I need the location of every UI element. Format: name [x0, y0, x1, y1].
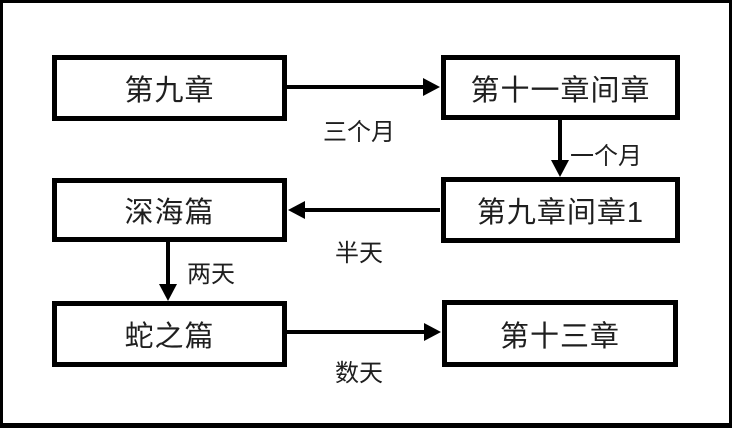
edge-label-three-months: 三个月: [323, 119, 395, 146]
arrow-deepsea-to-snake-icon: [159, 242, 177, 301]
node-chapter-9: 第九章: [52, 55, 287, 121]
node-chapter-9-interlude-1: 第九章间章1: [441, 177, 680, 243]
arrow-interlude1-to-deepsea-icon: [288, 201, 440, 219]
arrow-chapter11-to-interlude1-icon: [551, 120, 569, 177]
edge-label-several-days: 数天: [335, 360, 383, 387]
node-chapter-13: 第十三章: [442, 300, 678, 367]
arrow-snake-to-chapter13-icon: [287, 323, 441, 341]
node-deep-sea-arc: 深海篇: [52, 178, 287, 242]
edge-label-two-days: 两天: [187, 261, 235, 288]
arrow-chapter9-to-chapter11-icon: [287, 78, 440, 96]
edge-label-half-day: 半天: [335, 240, 383, 267]
node-chapter-11-interlude: 第十一章间章: [441, 55, 680, 120]
edge-label-one-month: 一个月: [570, 143, 642, 170]
node-snake-arc: 蛇之篇: [52, 301, 287, 367]
